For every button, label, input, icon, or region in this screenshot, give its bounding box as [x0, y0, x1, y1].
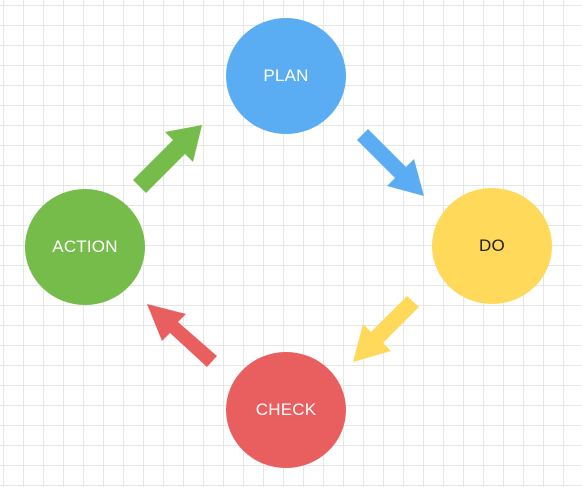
check-label: CHECK — [255, 400, 317, 419]
action-node: ACTION — [25, 189, 145, 305]
arrow-plan-to-do — [357, 129, 424, 196]
plan-node: PLAN — [226, 18, 346, 134]
arrow-check-to-action — [147, 304, 217, 367]
arrow-do-to-check — [353, 296, 419, 362]
do-label: DO — [479, 236, 505, 255]
do-node: DO — [432, 188, 552, 304]
plan-label: PLAN — [263, 66, 309, 85]
check-node: CHECK — [226, 352, 346, 468]
arrow-action-to-plan — [133, 125, 202, 193]
action-label: ACTION — [52, 237, 118, 256]
